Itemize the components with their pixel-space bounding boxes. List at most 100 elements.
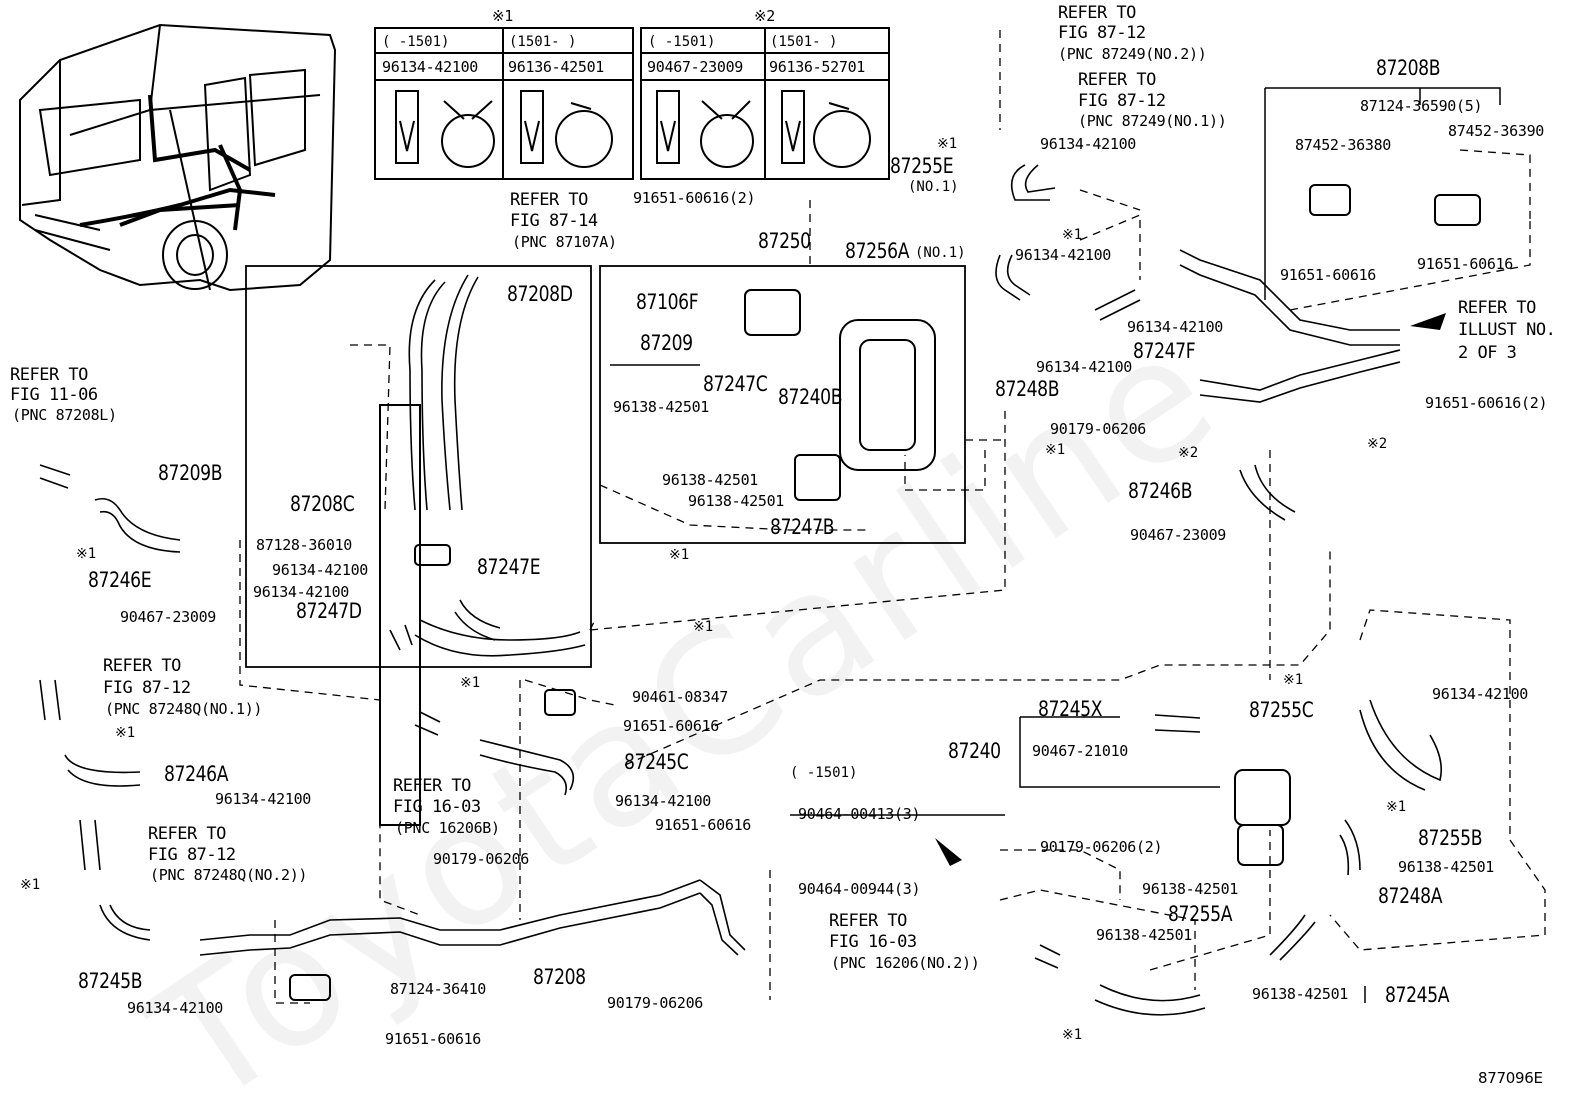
part-label: 87208	[533, 965, 586, 989]
part-label: 87246B	[1128, 479, 1193, 503]
note-mark: ※1	[460, 675, 481, 691]
part-label: 87106F	[636, 290, 699, 314]
note-mark: ※1	[1062, 1027, 1083, 1043]
part-label: 87208D	[507, 282, 573, 306]
part-label: 91651-60616(2)	[633, 189, 756, 207]
part-label: 87124-36590(5)	[1360, 97, 1483, 115]
part-label: 87255B	[1418, 826, 1483, 850]
part-label: 87246E	[88, 568, 152, 592]
clamp-icons	[395, 90, 613, 168]
part-label: 90179-06206(2)	[1040, 838, 1163, 856]
range-cell: ( -1501)	[382, 34, 450, 50]
part-label: 87250	[758, 229, 811, 253]
part-label: 87209B	[158, 461, 223, 485]
part-label: 87248B	[995, 377, 1060, 401]
part-label: 87247C	[703, 372, 768, 396]
part-label: 96138-42501	[1096, 926, 1193, 944]
part-label: 96134-42100	[1127, 318, 1224, 336]
part-label: 87255A	[1168, 902, 1233, 926]
part-label: 90179-06206	[607, 994, 704, 1012]
part-label: 90467-23009	[1130, 526, 1227, 544]
part-label: 96138-42501	[1142, 880, 1239, 898]
range-cell: (1501- )	[770, 34, 838, 50]
part-label: 96134-42100	[272, 561, 369, 579]
part-label: 87245C	[624, 750, 689, 774]
part-label: (NO.1)	[908, 179, 959, 195]
part-label: 87208C	[290, 492, 355, 516]
part-label: 87240	[948, 739, 1001, 763]
part-label: 87255C	[1249, 698, 1314, 722]
diagram-id: 877096E	[1478, 1069, 1543, 1087]
part-label: 91651-60616	[1280, 266, 1377, 284]
note-mark: ※2	[1367, 436, 1388, 452]
part-label: 96134-42100	[215, 790, 312, 808]
note-mark: ※1	[669, 547, 690, 563]
part-cell: 96136-52701	[769, 58, 866, 76]
note-mark: ※2	[1178, 445, 1199, 461]
part-cell: 96136-42501	[508, 58, 605, 76]
part-label: 87247F	[1133, 339, 1196, 363]
part-label: 87245X	[1038, 697, 1103, 721]
part-label: 87246A	[164, 762, 229, 786]
part-label: 91651-60616(2)	[1425, 394, 1548, 412]
part-label: 90179-06206	[1050, 420, 1147, 438]
note-mark: ※1	[115, 725, 136, 741]
part-label: 87452-36390	[1448, 122, 1545, 140]
part-label: 87245A	[1385, 983, 1450, 1007]
part-label: 87248A	[1378, 884, 1443, 908]
part-label: 90464-00944(3)	[798, 880, 921, 898]
clamp-table-1: ※1 ( -1501) (1501- ) 96134-42100 96136-4…	[374, 9, 634, 180]
vehicle-sketch	[19, 23, 337, 292]
part-cell: 90467-23009	[647, 58, 744, 76]
part-cell: 96134-42100	[382, 58, 479, 76]
part-label: 96138-42501	[688, 492, 785, 510]
part-label: 87247E	[477, 555, 541, 579]
note-mark: ※1	[693, 619, 714, 635]
part-label: 96134-42100	[615, 792, 712, 810]
part-label: 87452-36380	[1295, 136, 1392, 154]
part-label: 87208B	[1376, 56, 1441, 80]
range-cell: (1501- )	[509, 34, 577, 50]
part-label: 96134-42100	[1040, 135, 1137, 153]
table-mark: ※1	[492, 7, 513, 25]
part-label: 87255E	[890, 154, 954, 178]
part-label: 96138-42501	[662, 471, 759, 489]
note-mark: ※1	[20, 877, 41, 893]
clamp-icons	[656, 90, 871, 168]
part-label: 87245B	[78, 969, 143, 993]
part-label: 87209	[640, 331, 693, 355]
part-label: 87128-36010	[256, 536, 353, 554]
note-mark: ※1	[76, 546, 97, 562]
part-label: 96134-42100	[253, 583, 350, 601]
part-label: 90467-23009	[120, 608, 217, 626]
note-mark: ※1	[1283, 672, 1304, 688]
part-label: 91651-60616	[385, 1030, 482, 1048]
part-label: 90464-00413(3)	[798, 805, 921, 823]
clamp-table-2: ※2 ( -1501) (1501- ) 90467-23009 96136-5…	[640, 9, 890, 180]
part-label: 87124-36410	[390, 980, 487, 998]
part-label: 96138-42501	[1398, 858, 1495, 876]
part-label: 91651-60616	[655, 816, 752, 834]
part-label: (NO.1)	[915, 245, 966, 261]
part-label: 91651-60616	[1417, 255, 1514, 273]
part-label: 87256A	[845, 239, 910, 263]
range-label: ( -1501)	[790, 765, 858, 781]
part-label: 96134-42100	[1432, 685, 1529, 703]
part-label: 96138-42501	[613, 398, 710, 416]
note-mark: ※1	[937, 136, 958, 152]
part-label: 96134-42100	[1036, 358, 1133, 376]
part-label: 96138-42501	[1252, 985, 1349, 1003]
part-label: 96134-42100	[127, 999, 224, 1017]
range-cell: ( -1501)	[648, 34, 716, 50]
part-label: 90467-21010	[1032, 742, 1129, 760]
part-label: 87247D	[296, 599, 362, 623]
table-mark: ※2	[754, 7, 775, 25]
part-label: 91651-60616	[623, 717, 720, 735]
part-label: 90461-08347	[632, 688, 729, 706]
note-mark: ※1	[1045, 442, 1066, 458]
part-label: 96134-42100	[1015, 246, 1112, 264]
note-mark: ※1	[1386, 799, 1407, 815]
part-label: 90179-06206	[433, 850, 530, 868]
